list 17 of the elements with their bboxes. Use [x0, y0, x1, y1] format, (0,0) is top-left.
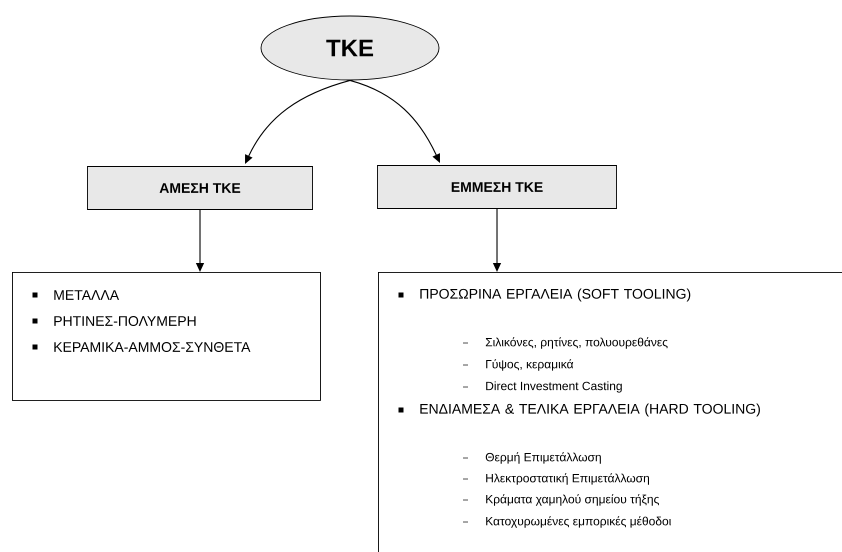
sub-item: Σιλικόνες, ρητίνες, πολυουρεθάνες: [486, 337, 668, 349]
list-item: ΜΕΤΑΛΛΑ: [54, 290, 120, 300]
sub-item: Θερμή Επιμετάλλωση: [486, 452, 601, 464]
ellipse-node: ΤΚΕ: [260, 16, 440, 80]
list-item: ΚΕΡΑΜΙΚΑ-ΑΜΜΟΣ-ΣΥΝΘΕΤΑ: [54, 342, 250, 352]
list-item: ΡΗΤΙΝΕΣ-ΠΟΛΥΜΕΡΗ: [54, 316, 196, 326]
list-item: ΕΝΔΙΑΜΕΣΑ & ΤΕΛΙΚΑ ΕΡΓΑΛΕΙΑ (HARD TOOLING): [420, 403, 760, 417]
sub-item: Ηλεκτροστατική Επιμετάλλωση: [486, 473, 649, 485]
title-box: ΕΜΜΕΣΗ ΤΚΕ: [377, 165, 617, 209]
title-box: ΑΜΕΣΗ ΤΚΕ: [87, 166, 313, 210]
list-box: [12, 272, 321, 401]
sub-item: Γύψος, κεραμικά: [486, 359, 574, 371]
list-item: ΠΡΟΣΩΡΙΝΑ ΕΡΓΑΛΕΙΑ (SOFT TOOLING): [420, 288, 690, 302]
sub-item: Κράματα χαμηλού σημείου τήξης: [486, 494, 659, 506]
sub-item: Direct Investment Casting: [486, 381, 622, 393]
sub-item: Κατοχυρωμένες εμπορικές μέθοδοι: [486, 516, 671, 528]
list-box: [378, 272, 842, 552]
